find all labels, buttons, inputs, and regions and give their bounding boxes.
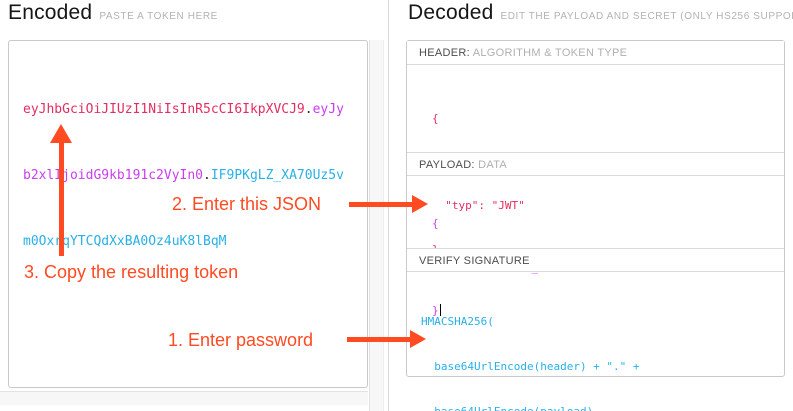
decoded-heading: Decoded EDIT THE PAYLOAD AND SECRET (ONLY… xyxy=(408,1,793,25)
token-line: b2xlIjoidG9kb191c2VyIn0.IF9PKgLZ_XA70Uz5… xyxy=(23,165,357,187)
verify-section-label-strong: VERIFY SIGNATURE xyxy=(419,255,530,267)
decoded-subtitle: EDIT THE PAYLOAD AND SECRET (ONLY HS256 … xyxy=(500,11,793,22)
decoded-title: Decoded xyxy=(408,1,494,24)
payload-section-label-light: DATA xyxy=(478,159,508,171)
annotation-step2-arrow-icon xyxy=(412,195,428,213)
text-cursor xyxy=(439,304,441,316)
payload-json-editor[interactable]: { "role": "todo_user" } xyxy=(407,176,784,317)
code-line: base64UrlEncode(header) + "." + xyxy=(421,360,640,373)
token-signature-segment: m0OxrqYTCQdXxBA0Oz4uK8lBqM xyxy=(23,234,227,249)
header-section-label-strong: HEADER: xyxy=(419,47,470,59)
annotation-step1-text: 1. Enter password xyxy=(168,330,314,350)
token-line: eyJhbGciOiJIUzI1NiIsInR5cCI6IkpXVCJ9.eyJ… xyxy=(23,99,357,121)
encoded-heading: Encoded PASTE A TOKEN HERE xyxy=(8,1,218,25)
verify-section-label: VERIFY SIGNATURE xyxy=(407,249,784,272)
payload-section-label: PAYLOAD: DATA xyxy=(407,153,784,176)
header-json-editor[interactable]: { "alg": "HS256", "typ": "JWT" } xyxy=(407,65,784,256)
token-payload-segment: eyJy xyxy=(312,102,344,117)
annotation-step2-arrow-shaft xyxy=(349,202,413,207)
token-editor[interactable]: eyJhbGciOiJIUzI1NiIsInR5cCI6IkpXVCJ9.eyJ… xyxy=(23,55,357,297)
horizontal-scrollbar-track[interactable] xyxy=(0,391,368,405)
annotation-step3-arrow-shaft xyxy=(59,141,64,256)
code-line: "typ": "JWT" xyxy=(432,199,525,212)
token-payload-segment: b2xlIjoidG9kb191c2VyIn0 xyxy=(23,168,204,183)
token-dot-separator: . xyxy=(203,168,211,183)
annotation-step3-text: 3. Copy the resulting token xyxy=(24,262,239,282)
encoded-token-box: eyJhbGciOiJIUzI1NiIsInR5cCI6IkpXVCJ9.eyJ… xyxy=(8,40,368,388)
annotation-step1-arrow-shaft xyxy=(347,337,411,342)
annotation-step1-arrow-icon xyxy=(410,330,426,348)
code-line: } xyxy=(432,304,772,319)
signature-formula: HMACSHA256( base64UrlEncode(header) + ".… xyxy=(407,272,784,411)
token-signature-segment: IF9PKgLZ_XA70Uz5v xyxy=(210,168,344,183)
code-line: HMACSHA256( xyxy=(421,315,494,328)
payload-closing-brace: } xyxy=(432,304,439,317)
token-header-segment: eyJhbGciOiJIUzI1NiIsInR5cCI6IkpXVCJ9 xyxy=(23,102,305,117)
annotation-step3-arrow-icon xyxy=(50,124,72,143)
encoded-title: Encoded xyxy=(8,1,93,24)
decoded-box: HEADER: ALGORITHM & TOKEN TYPE { "alg": … xyxy=(406,40,785,411)
code-line: { xyxy=(432,217,439,230)
payload-section-label-strong: PAYLOAD: xyxy=(419,159,475,171)
encoded-subtitle: PASTE A TOKEN HERE xyxy=(99,11,218,22)
code-line: { xyxy=(432,112,439,125)
header-section-label: HEADER: ALGORITHM & TOKEN TYPE xyxy=(407,41,784,65)
header-section-label-light: ALGORITHM & TOKEN TYPE xyxy=(472,47,628,59)
token-line: m0OxrqYTCQdXxBA0Oz4uK8lBqM xyxy=(23,231,357,253)
code-line: base64UrlEncode(payload), xyxy=(421,404,772,411)
vertical-scrollbar-track[interactable] xyxy=(369,40,384,411)
token-dot-separator: . xyxy=(304,102,313,117)
annotation-step2-text: 2. Enter this JSON xyxy=(172,194,322,214)
